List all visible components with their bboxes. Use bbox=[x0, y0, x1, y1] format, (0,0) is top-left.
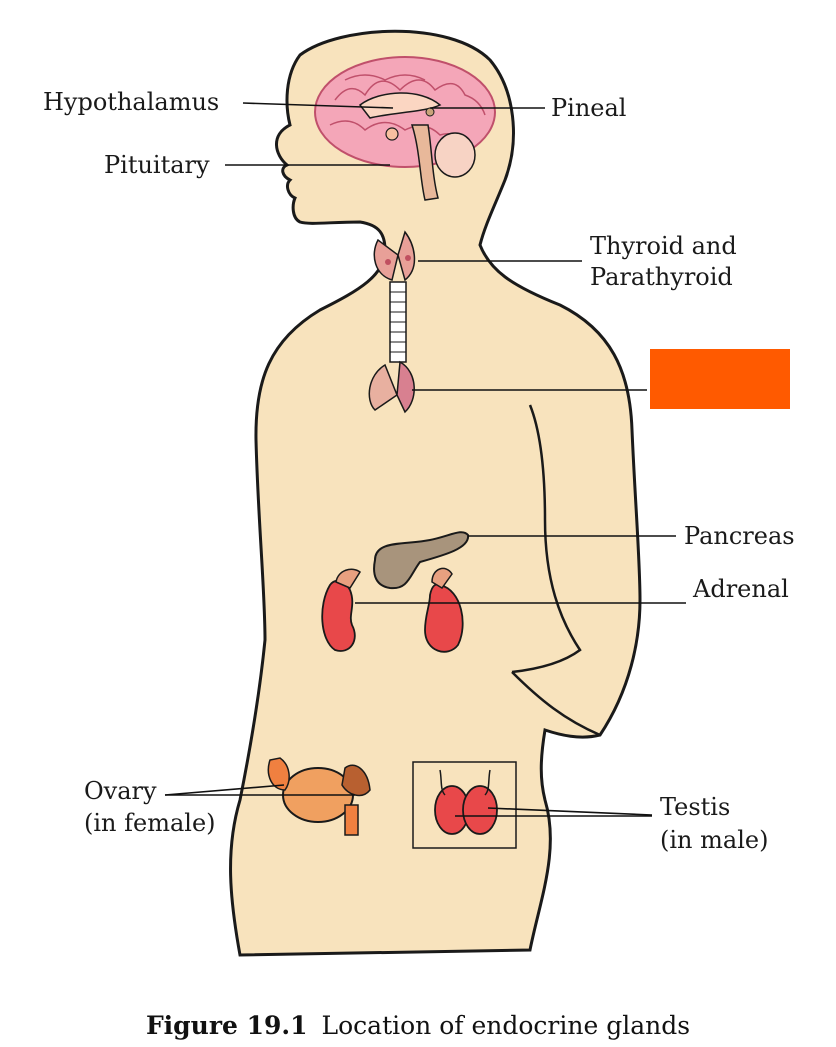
label-ovary-line1: Ovary bbox=[84, 777, 157, 805]
brain bbox=[314, 56, 496, 201]
arm-inner-line bbox=[511, 404, 582, 674]
testis-frame bbox=[412, 761, 517, 849]
trachea bbox=[389, 281, 407, 363]
kidney-left bbox=[321, 568, 362, 652]
testis-organ bbox=[434, 769, 498, 835]
label-pineal: Pineal bbox=[551, 94, 626, 122]
arm-edge bbox=[511, 671, 601, 737]
thyroid-gland bbox=[373, 230, 416, 282]
label-pancreas: Pancreas bbox=[684, 522, 795, 550]
kidney-right bbox=[424, 567, 464, 653]
figure-number: Figure 19.1 bbox=[146, 1011, 308, 1040]
leader-testis-a bbox=[487, 807, 653, 816]
label-thyroid-line1: Thyroid and bbox=[590, 232, 737, 260]
thymus-gland bbox=[368, 360, 415, 414]
label-testis-line1: Testis bbox=[660, 793, 730, 821]
figure-caption-text: Location of endocrine glands bbox=[322, 1011, 691, 1040]
label-ovary-line2: (in female) bbox=[84, 809, 216, 837]
leader-hypothalamus bbox=[242, 102, 394, 109]
pancreas-gland bbox=[373, 531, 470, 590]
redacted-label-box bbox=[650, 349, 790, 409]
label-adrenal: Adrenal bbox=[692, 575, 789, 603]
label-testis-line2: (in male) bbox=[660, 826, 768, 854]
leader-ovary-a bbox=[164, 784, 285, 796]
label-hypothalamus: Hypothalamus bbox=[43, 88, 219, 116]
body-silhouette bbox=[229, 29, 642, 957]
figure-caption: Figure 19.1 Location of endocrine glands bbox=[146, 1011, 690, 1040]
label-pituitary: Pituitary bbox=[104, 151, 210, 179]
label-thyroid-line2: Parathyroid bbox=[590, 263, 733, 291]
